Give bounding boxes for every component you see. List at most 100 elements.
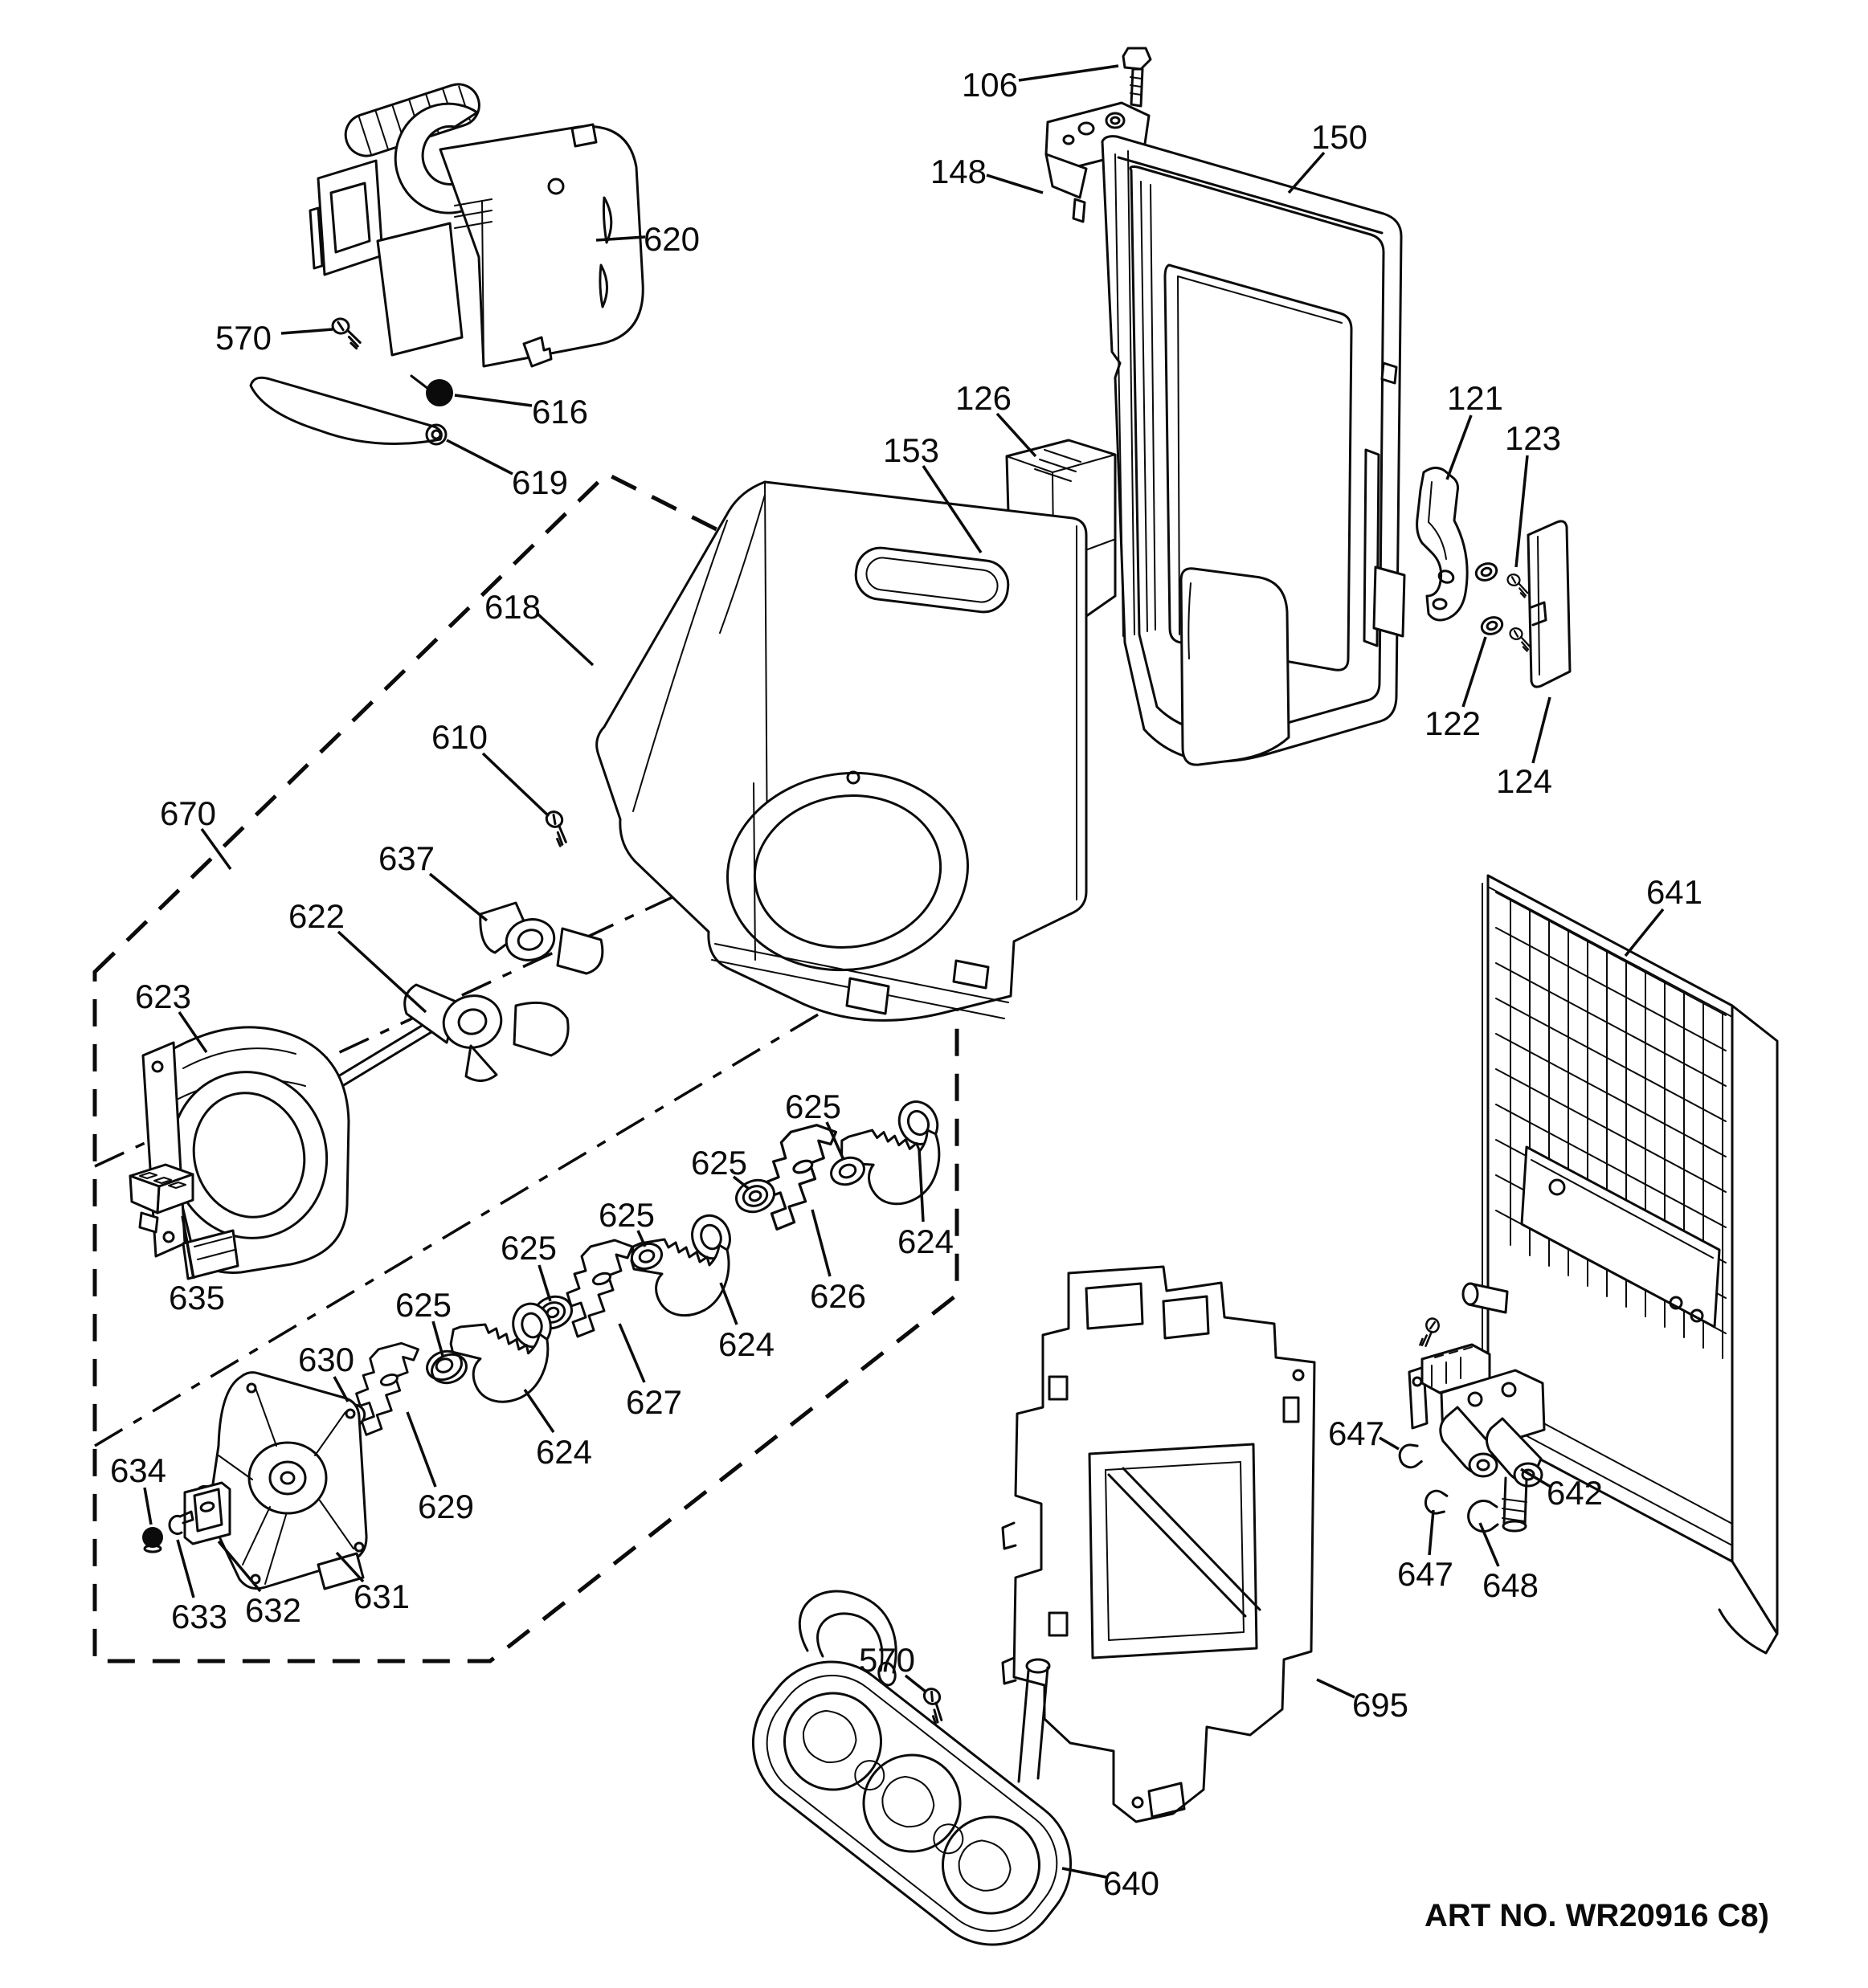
callout-626: 626: [810, 1209, 866, 1315]
callout-631: 631: [335, 1551, 410, 1615]
leader-625-4: [538, 1264, 552, 1302]
callout-121-label: 121: [1447, 379, 1503, 417]
part-610-screw: [536, 807, 578, 849]
callout-670: 670: [160, 794, 232, 871]
callout-122-label: 122: [1425, 704, 1481, 742]
art-number: ART NO. WR20916 C8): [1425, 1898, 1769, 1933]
leader-631: [335, 1551, 365, 1583]
callout-126-label: 126: [955, 379, 1012, 417]
panel-grid: [1495, 892, 1727, 1359]
callout-625-3: 625: [599, 1196, 655, 1247]
part-695-mounting-bracket: [1001, 1265, 1316, 1823]
part-624-blade-3: [445, 1292, 559, 1407]
leader-647-2: [1428, 1509, 1435, 1556]
leader-121: [1445, 414, 1473, 480]
callout-625-5-label: 625: [395, 1286, 452, 1324]
callout-124-label: 124: [1496, 762, 1552, 800]
callout-619: 619: [446, 439, 568, 501]
leader-106: [1018, 64, 1119, 82]
callout-627-label: 627: [626, 1383, 682, 1421]
leader-570-bottom: [904, 1674, 927, 1693]
callout-153-label: 153: [883, 431, 939, 469]
callout-627: 627: [618, 1323, 682, 1421]
callout-625-3-label: 625: [599, 1196, 655, 1234]
callout-620: 620: [595, 220, 700, 258]
callout-635: 635: [169, 1215, 225, 1316]
part-635-connector: [129, 1163, 194, 1234]
callout-630: 630: [298, 1341, 354, 1402]
leader-632: [217, 1540, 262, 1593]
leader-647-1: [1379, 1436, 1400, 1451]
callout-648-label: 648: [1482, 1566, 1539, 1604]
callout-624-3: 624: [523, 1389, 592, 1471]
callout-610: 610: [431, 718, 550, 818]
leader-634: [143, 1487, 153, 1525]
leader-619: [446, 439, 513, 476]
callout-570-top: 570: [215, 319, 333, 357]
callout-148-label: 148: [930, 153, 987, 190]
callout-695: 695: [1316, 1678, 1408, 1724]
leader-624-2: [719, 1282, 738, 1325]
callout-629: 629: [406, 1411, 474, 1525]
callouts-layer: 106 148 150 620 570 616 619 126 153 121 …: [110, 64, 1702, 1902]
part-647-clip-2: [1422, 1488, 1449, 1517]
callout-570-top-label: 570: [215, 319, 272, 357]
callout-620-label: 620: [644, 220, 700, 258]
leader-623: [178, 1011, 208, 1053]
leader-618: [537, 613, 595, 667]
callout-635-label: 635: [169, 1279, 225, 1316]
callout-634-label: 634: [110, 1451, 166, 1489]
callout-624-1-label: 624: [897, 1223, 954, 1260]
part-150-dispenser-door: [1101, 135, 1406, 766]
callout-629-label: 629: [418, 1488, 474, 1525]
callout-625-4: 625: [501, 1229, 557, 1302]
callout-570-bottom: 570: [859, 1641, 927, 1693]
callout-648: 648: [1478, 1522, 1539, 1604]
part-641-grille-panel: [1461, 874, 1779, 1655]
callout-616: 616: [454, 393, 588, 431]
callout-623: 623: [135, 978, 208, 1053]
callout-625-1-label: 625: [785, 1088, 841, 1125]
part-642-valve-screw: [1414, 1316, 1443, 1349]
callout-633: 633: [171, 1539, 227, 1635]
callout-670-label: 670: [160, 794, 216, 832]
leader-625-2: [732, 1175, 750, 1190]
callout-647-1-label: 647: [1328, 1414, 1384, 1452]
callout-610-label: 610: [431, 718, 488, 756]
part-625-washer-5: [426, 1349, 468, 1385]
leader-642: [1520, 1468, 1551, 1488]
callout-148: 148: [930, 153, 1044, 194]
part-624-blade-1: [835, 1092, 952, 1210]
leader-624-3: [523, 1389, 555, 1433]
callout-641-label: 641: [1646, 873, 1702, 911]
callout-622-label: 622: [288, 897, 345, 935]
part-121-latch: [1416, 467, 1469, 622]
part-124-cover: [1527, 520, 1572, 688]
leader-126: [995, 412, 1037, 458]
callout-622: 622: [288, 897, 427, 1014]
leader-627: [618, 1323, 646, 1383]
leader-153: [922, 465, 983, 553]
callout-640: 640: [1061, 1864, 1159, 1902]
callout-624-2-label: 624: [718, 1325, 775, 1363]
callout-625-4-label: 625: [501, 1229, 557, 1267]
leader-670: [200, 827, 232, 871]
part-634-cap-nut: [142, 1527, 163, 1553]
part-620-ice-maker-assembly: [309, 83, 644, 368]
leader-625-5: [431, 1321, 444, 1357]
callout-122: 122: [1425, 636, 1487, 742]
callout-153: 153: [883, 431, 983, 553]
part-570-screw-top: [327, 316, 366, 350]
callout-618: 618: [484, 588, 595, 667]
part-619-feeler-arm: [249, 376, 448, 446]
callout-623-label: 623: [135, 978, 191, 1015]
callout-624-3-label: 624: [536, 1433, 592, 1471]
leader-620: [595, 235, 646, 242]
part-616-cap: [410, 374, 453, 406]
part-625-washer-1: [830, 1156, 865, 1186]
leader-648: [1478, 1522, 1500, 1567]
leader-122: [1461, 636, 1487, 708]
part-637-coupling: [479, 901, 604, 975]
part-629-blade: [355, 1341, 419, 1436]
callout-631-label: 631: [354, 1578, 410, 1615]
